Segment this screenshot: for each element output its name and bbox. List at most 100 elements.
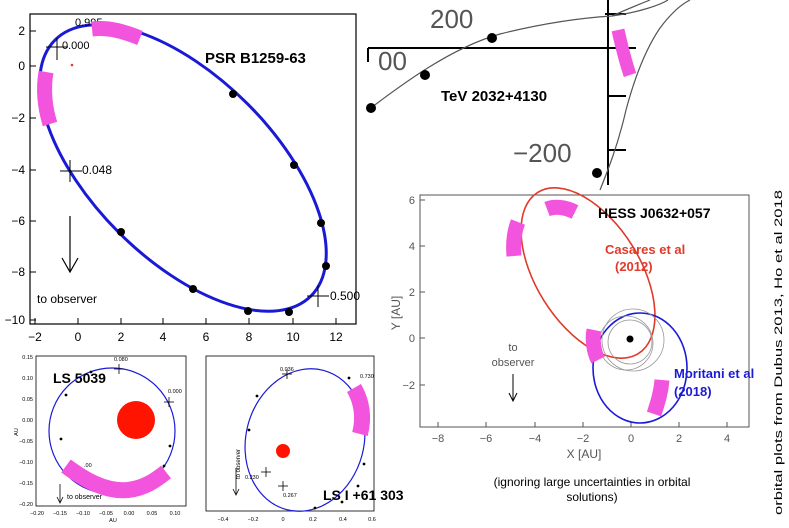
tev-orbit-a: [367, 0, 669, 111]
hess-y-tick: 2: [409, 287, 415, 299]
hess-x-tick: −4: [529, 433, 542, 445]
lsi61-observer-label: to observer: [236, 449, 242, 479]
tev-title: TeV 2032+4130: [441, 88, 547, 105]
lsi61-panel: −0.4 −0.2 0 0.2 0.4 0.6 0.036 0.730 0.23…: [205, 355, 404, 523]
ls5039-observer-arrow-icon: [56, 484, 64, 504]
lsi61-star: [276, 444, 290, 458]
psr-emission-arcs: [37, 21, 143, 127]
lsi61-orbit: [244, 368, 366, 512]
tev-x-tick-fragment: 00: [378, 46, 407, 76]
lsi61-title: LS I +61 303: [323, 487, 404, 503]
psr-observer-label: to observer: [37, 292, 97, 306]
ls5039-x-tick: −0.20: [30, 511, 44, 517]
hess-panel: −8 −6 −4 −2 0 2 4 6 4 2 0 −2 X [AU] Y [A…: [389, 187, 754, 461]
psr-title: PSR B1259-63: [205, 50, 306, 67]
psr-x-tick: 0: [75, 330, 82, 344]
footnote-line-1: (ignoring large uncertainties in orbital: [494, 475, 691, 489]
lsi61-frame: [205, 355, 375, 512]
ls5039-y-tick: −0.20: [19, 502, 33, 508]
psr-x-tick: 2: [118, 330, 125, 344]
ls5039-phase-crosses: [114, 364, 174, 407]
ls5039-y-tick: 0.05: [22, 397, 33, 403]
psr-phase-label: 0.048: [82, 163, 112, 177]
hess-x-tick: −8: [432, 433, 445, 445]
hess-x-tick: 4: [724, 433, 730, 445]
psr-x-tick: 12: [329, 330, 343, 344]
hess-xlabel: X [AU]: [567, 447, 602, 461]
tev-y-tick: −200: [513, 138, 572, 168]
hess-moritani-label: Moritani et al: [674, 366, 754, 381]
ls5039-x-tick: −0.10: [76, 511, 90, 517]
hess-y-tick: −2: [402, 380, 415, 392]
psr-y-tick: −2: [11, 111, 25, 125]
psr-frame: [29, 13, 357, 325]
psr-phase-crosses: [46, 38, 329, 307]
ls5039-partial-label: .00: [84, 463, 92, 469]
lsi61-observer-arrow-icon: [232, 468, 240, 496]
tev-orbit-b: [599, 0, 691, 191]
ls5039-star: [117, 401, 155, 439]
hess-moritani-orbit: [592, 312, 688, 424]
ls5039-phase-label: 0.000: [168, 389, 182, 395]
psr-x-tick-marks: [30, 30, 337, 324]
ls5039-y-tick: 0.15: [22, 355, 33, 361]
hess-moritani-year: (2018): [674, 384, 712, 399]
ls5039-y-tick: −0.10: [19, 460, 33, 466]
psr-x-tick: 8: [246, 330, 253, 344]
psr-orbit-points: [117, 90, 330, 316]
ls5039-y-tick: 0.00: [22, 418, 33, 424]
tev-panel: 200 −200 00 TeV 2032+4130: [366, 0, 691, 191]
psr-x-tick: 6: [203, 330, 210, 344]
lsi61-emission-arc: [346, 384, 370, 436]
hess-x-tick: −6: [480, 433, 493, 445]
lsi61-orbit-points: [247, 376, 366, 510]
ls5039-xlabel: AU: [109, 518, 117, 523]
ls5039-ylabel: AU: [14, 428, 20, 436]
ls5039-x-tick: 0.10: [170, 511, 181, 517]
psr-y-tick: −8: [11, 265, 25, 279]
hess-observer-label: to: [508, 342, 517, 354]
hess-star: [626, 335, 634, 343]
hess-y-tick: 4: [409, 241, 415, 253]
tev-orbit-c: [611, 0, 651, 17]
ls5039-x-tick: −0.05: [99, 511, 113, 517]
psr-observer-arrow-icon: [61, 216, 79, 274]
psr-y-tick: −4: [11, 163, 25, 177]
lsi61-x-tick: 0.4: [339, 517, 347, 523]
ls5039-emission-arc: [61, 459, 171, 499]
footnote-line-2: solutions): [566, 490, 617, 504]
lsi61-phase-label: 0.730: [360, 374, 374, 380]
ls5039-y-tick: −0.15: [19, 481, 33, 487]
ls5039-phase-label: 0.080: [114, 357, 128, 363]
ls5039-y-tick: 0.10: [22, 376, 33, 382]
hess-emission-arcs: [506, 199, 670, 417]
tev-y-tick: 200: [430, 4, 473, 34]
lsi61-x-tick: 0: [281, 517, 284, 523]
hess-title: HESS J0632+057: [598, 205, 711, 221]
psr-x-tick: 10: [286, 330, 300, 344]
psr-y-tick: −6: [11, 214, 25, 228]
lsi61-phase-label: 0.267: [283, 493, 297, 499]
hess-observer-arrow-icon: [508, 374, 518, 403]
hess-x-tick: −2: [577, 433, 590, 445]
hess-x-tick: 0: [628, 433, 634, 445]
hess-observer-label: observer: [492, 357, 535, 369]
ls5039-x-tick: 0.05: [147, 511, 158, 517]
hess-y-tick: 0: [409, 333, 415, 345]
psr-star-marker: [70, 63, 74, 67]
ls5039-x-tick: −0.15: [53, 511, 67, 517]
psr-x-tick: 4: [160, 330, 167, 344]
ls5039-y-tick: −0.05: [19, 439, 33, 445]
tev-orbit-points: [366, 33, 602, 178]
psr-phase-label: 0.500: [330, 289, 360, 303]
ls5039-title: LS 5039: [53, 370, 106, 386]
hess-y-tick: 6: [409, 195, 415, 207]
psr-panel: −2 0 2 4 6 8 10 12 2 0 −2 −4 −6 −8 −10: [5, 13, 360, 344]
hess-ylabel: Y [AU]: [389, 296, 403, 330]
lsi61-phase-label: 0.036: [280, 367, 294, 373]
ls5039-panel: 0.15 0.10 0.05 0.00 −0.05 −0.10 −0.15 −0…: [14, 355, 187, 524]
psr-x-tick: −2: [28, 330, 42, 344]
psr-y-tick: 2: [18, 24, 25, 38]
